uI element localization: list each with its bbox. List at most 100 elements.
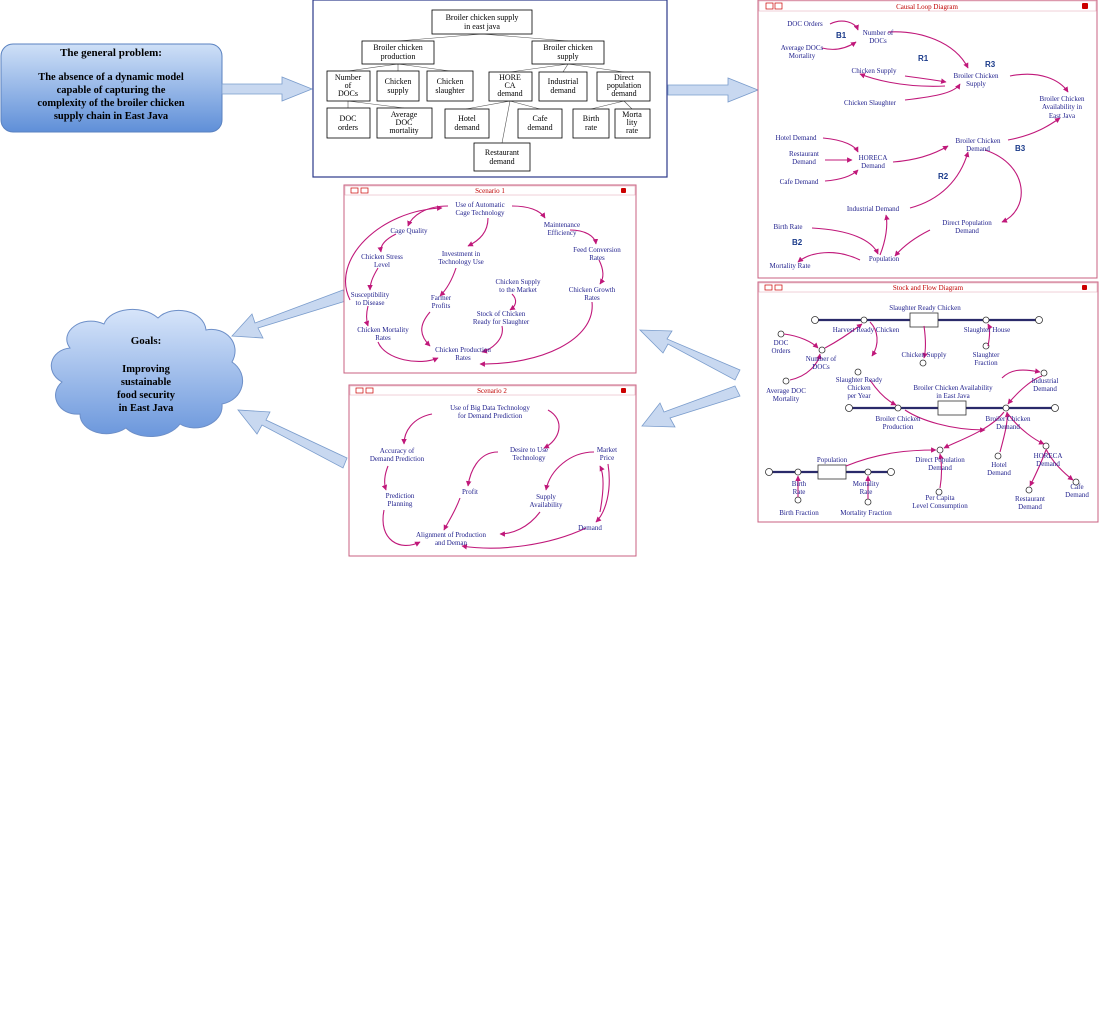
cld-cafe: Cafe Demand: [780, 178, 819, 186]
svg-text:Investment in: Investment in: [442, 250, 481, 258]
svg-text:Morta: Morta: [622, 110, 642, 119]
problem-line-1: The absence of a dynamic model: [38, 72, 184, 83]
problem-heading: The general problem:: [60, 47, 162, 59]
svg-text:Demand: Demand: [1018, 503, 1042, 511]
svg-text:Price: Price: [600, 454, 614, 462]
goals-panel: Goals: Improving sustainable food securi…: [50, 308, 243, 438]
flow-arrows: [221, 76, 760, 469]
svg-text:to Disease: to Disease: [356, 299, 385, 307]
cld-restaurant-2: Demand: [792, 158, 816, 166]
cld-availability-1: Broiler Chicken: [1040, 95, 1085, 103]
svg-text:Broiler chicken supply: Broiler chicken supply: [446, 13, 519, 22]
tree-node-direct-pop: Direct population demand: [596, 71, 651, 102]
cld-availability-2: Availability in: [1042, 103, 1083, 111]
loop-r3: R3: [985, 60, 996, 69]
cld-broiler-supply-2: Supply: [966, 80, 986, 88]
tree-connectors: [347, 33, 633, 144]
svg-text:slaughter: slaughter: [435, 86, 465, 95]
svg-text:Number: Number: [335, 73, 362, 82]
svg-text:Rates: Rates: [589, 254, 605, 262]
svg-text:per Year: per Year: [847, 392, 871, 400]
svg-text:Maintenance: Maintenance: [544, 221, 580, 229]
svg-text:Rates: Rates: [375, 334, 391, 342]
svg-text:production: production: [381, 52, 416, 61]
svg-text:Demand: Demand: [987, 469, 1011, 477]
window-controls-icon: [764, 284, 783, 291]
cld-broiler-demand-2: Demand: [966, 145, 990, 153]
arrow-tree-to-cld: [667, 77, 760, 103]
svg-text:Direct Population: Direct Population: [915, 456, 965, 464]
svg-text:Level: Level: [374, 261, 390, 269]
svg-text:Demand: Demand: [928, 464, 952, 472]
svg-text:Profit: Profit: [462, 488, 478, 496]
svg-text:rate: rate: [626, 126, 638, 135]
tree-node-chicken-slaughter: Chicken slaughter: [426, 70, 474, 102]
lock-icon: [621, 188, 626, 193]
tree-root-node: Broiler chicken supply in east java: [431, 9, 533, 35]
svg-text:Chicken: Chicken: [385, 77, 412, 86]
svg-text:mortality: mortality: [389, 126, 418, 135]
lock-icon: [621, 388, 626, 393]
svg-text:Industrial: Industrial: [1032, 377, 1059, 385]
svg-text:Slaughter: Slaughter: [973, 351, 1000, 359]
svg-text:supply: supply: [387, 86, 408, 95]
tree-node-chicken-supply: Chicken supply: [376, 70, 420, 102]
svg-text:Restaurant: Restaurant: [1015, 495, 1045, 503]
cld-horeca-2: Demand: [861, 162, 885, 170]
svg-text:DOCs: DOCs: [338, 89, 358, 98]
tree-node-restaurant: Restaurant demand: [473, 142, 531, 172]
svg-text:Planning: Planning: [388, 500, 413, 508]
svg-text:Ready for Slaughter: Ready for Slaughter: [473, 318, 530, 326]
cld-broiler-demand-1: Broiler Chicken: [956, 137, 1001, 145]
cld-links: [797, 20, 1069, 263]
cld-mortality: Mortality Rate: [769, 262, 810, 270]
cld-number-docs-1: Number of: [863, 29, 894, 37]
cld-loop-labels: B1 R1 R3 B3 R2 B2: [792, 31, 1026, 247]
svg-text:demand: demand: [497, 89, 522, 98]
cld-availability-3: East Java: [1049, 112, 1076, 120]
svg-text:Production: Production: [883, 423, 914, 431]
loop-r1: R1: [918, 54, 929, 63]
cld-birth: Birth Rate: [774, 223, 803, 231]
svg-text:Broiler chicken: Broiler chicken: [373, 43, 423, 52]
arrow-problem-to-tree: [221, 76, 314, 102]
tree-node-number-docs: Number of DOCs: [326, 70, 371, 102]
cld-industrial: Industrial Demand: [847, 205, 900, 213]
svg-text:Alignment of Production: Alignment of Production: [416, 531, 486, 539]
svg-text:Use of Automatic: Use of Automatic: [455, 201, 504, 209]
svg-text:Level Consumption: Level Consumption: [912, 502, 968, 510]
problem-line-3: complexity of the broiler chicken: [37, 98, 184, 109]
svg-text:Demand: Demand: [1033, 385, 1057, 393]
svg-text:Mortality Fraction: Mortality Fraction: [840, 509, 892, 517]
svg-text:HORECA: HORECA: [1034, 452, 1063, 460]
svg-text:Broiler chicken: Broiler chicken: [543, 43, 593, 52]
lock-icon: [1082, 285, 1087, 290]
s2-title: Scenario 2: [477, 387, 507, 395]
scenario1-panel: Scenario 1 Use of Automatic Cage Technol…: [343, 184, 637, 374]
svg-text:Number of: Number of: [806, 355, 837, 363]
svg-text:Demand Prediction: Demand Prediction: [370, 455, 425, 463]
cld-restaurant-1: Restaurant: [789, 150, 819, 158]
svg-text:Accuracy of: Accuracy of: [380, 447, 415, 455]
goals-line-3: food security: [117, 390, 176, 401]
sfd-stocks: [817, 312, 967, 480]
arrow-s1-to-goals: [231, 289, 350, 339]
loop-r2: R2: [938, 172, 949, 181]
svg-text:rate: rate: [585, 123, 597, 132]
tree-node-mortality-rate: Morta lity rate: [614, 108, 651, 139]
cld-title: Causal Loop Diagram: [896, 3, 958, 11]
svg-text:to the Market: to the Market: [499, 286, 537, 294]
svg-text:Chicken Production: Chicken Production: [435, 346, 491, 354]
svg-text:Slaughter Ready: Slaughter Ready: [836, 376, 883, 384]
cld-chicken-supply: Chicken Supply: [852, 67, 897, 75]
svg-text:Chicken Mortality: Chicken Mortality: [357, 326, 409, 334]
svg-text:Technology Use: Technology Use: [438, 258, 484, 266]
svg-text:Demand: Demand: [578, 524, 602, 532]
cld-horeca-1: HORECA: [859, 154, 888, 162]
svg-text:Rates: Rates: [584, 294, 600, 302]
window-controls-icon: [350, 187, 369, 194]
arrow-s2-to-goals: [237, 409, 348, 469]
tree-node-doc-orders: DOC orders: [326, 107, 371, 139]
svg-text:population: population: [607, 81, 641, 90]
